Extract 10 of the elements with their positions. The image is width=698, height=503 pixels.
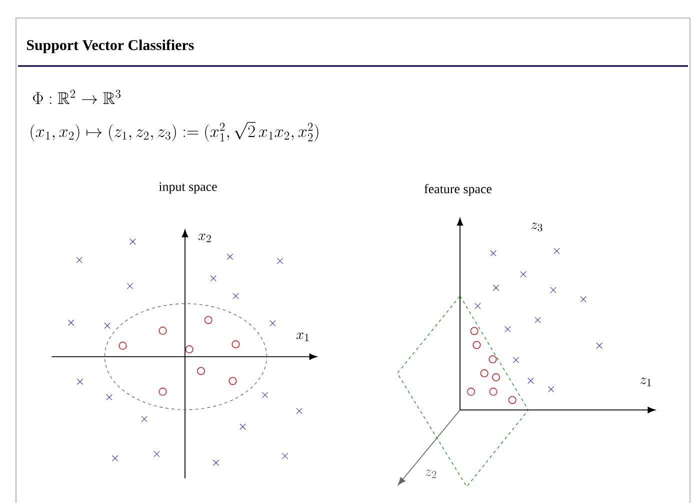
- formula: $(x_1, x_2) \mapsto (z_1, z_2, z_3) := (x_1^2, \sqrt{2}\, x_1 x_2, x_2^2)$: [30, 122, 318, 142]
- axis-label: $z_3$: [531, 222, 542, 232]
- plot-title: feature space: [424, 184, 492, 196]
- axis-label: $z_2$: [425, 470, 436, 478]
- plot-title: input space: [158, 182, 217, 194]
- axis-label: $z_1$: [640, 378, 651, 386]
- axis-label: $x_2$: [198, 234, 211, 242]
- formula: $\Phi : \mathbb{R}^2 \to \mathbb{R}^3$: [33, 90, 121, 104]
- axis-label: $x_1$: [296, 332, 309, 342]
- title: Support Vector Classifiers: [27, 39, 194, 54]
